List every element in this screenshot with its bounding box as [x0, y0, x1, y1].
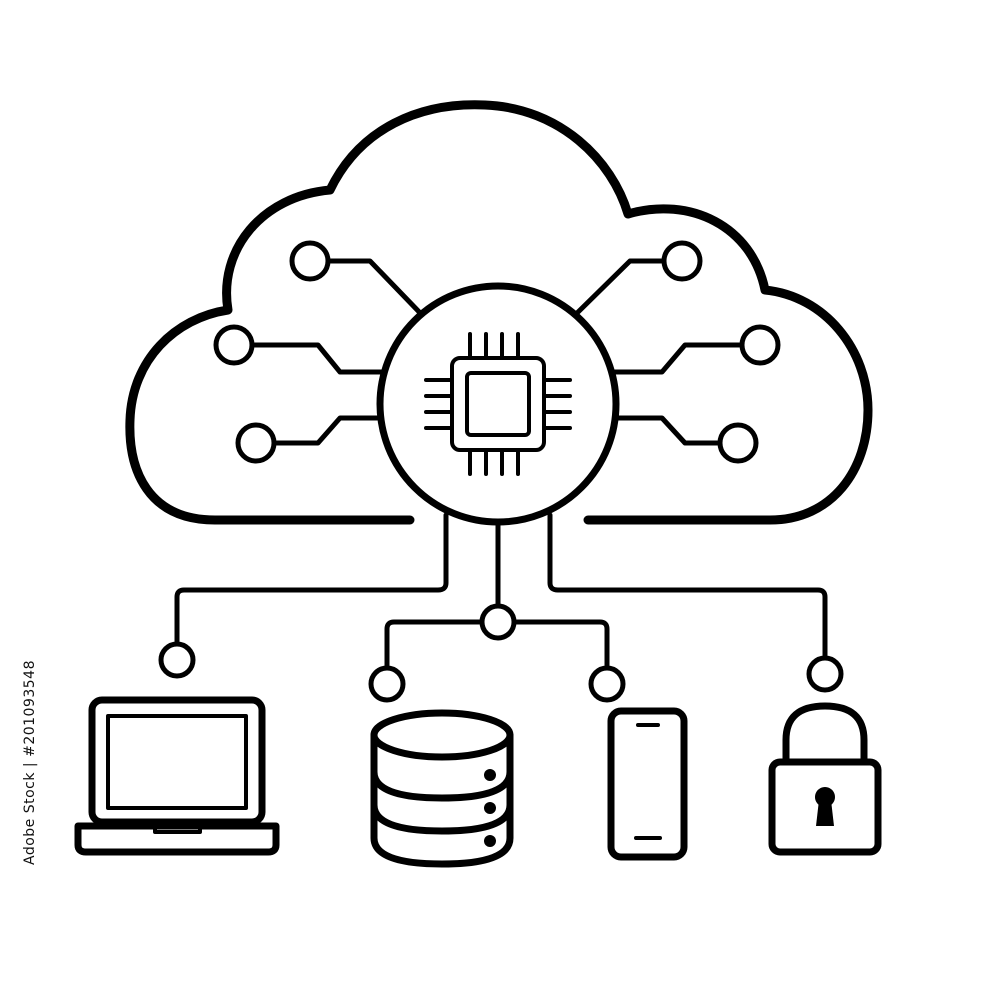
padlock-icon	[768, 702, 882, 856]
smartphone-icon	[607, 707, 688, 861]
connection-nodes	[158, 603, 844, 703]
cpu-chip-icon	[424, 332, 572, 476]
central-hub	[376, 282, 620, 526]
right-circuit-traces	[569, 258, 744, 446]
circuit-nodes	[213, 240, 781, 464]
left-circuit-traces	[250, 258, 428, 446]
stock-watermark-id: Adobe Stock | #201093548	[22, 660, 38, 865]
database-icon	[370, 709, 514, 868]
laptop-icon	[74, 696, 280, 856]
database-indicator-dots	[484, 769, 496, 847]
cloud-outline	[125, 100, 873, 525]
network-connections	[174, 512, 828, 671]
